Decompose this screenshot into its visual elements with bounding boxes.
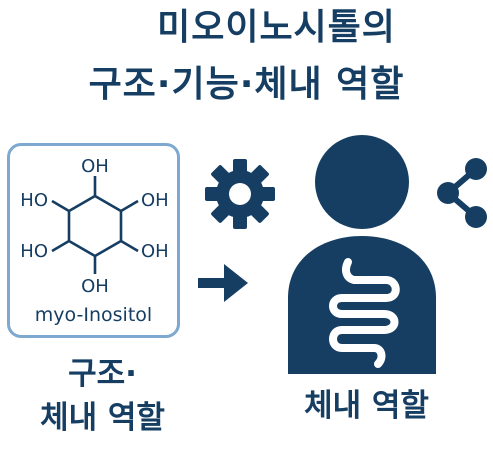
gear-icon [205,159,275,229]
molecule-name: myo-Inositol [34,304,153,326]
title-line-2: 구조·기능·체내 역할 [88,64,405,105]
hydroxyl-top: OH [81,156,109,177]
person-icon [288,135,436,374]
hydroxyl-upper-left: HO [20,190,48,211]
person-head [315,135,409,229]
molecule-card: OH HO OH HO OH OH myo-Inositol [7,143,180,338]
left-caption-line-1: 구조· [68,356,137,392]
person-body [288,236,436,374]
hydroxyl-lower-right: OH [141,241,169,262]
inositol-structure: OH HO OH HO OH OH [20,156,169,297]
cyclohexane-ring [67,194,123,258]
hydroxyl-lower-left: HO [20,241,48,262]
share-icon [437,158,487,228]
left-caption-line-2: 체내 역할 [40,400,165,436]
title-block: 미오이노시톨의 구조·기능·체내 역할 [0,6,493,108]
left-caption: 구조· 체내 역할 [0,352,205,440]
intestine-icon [329,258,400,368]
arrow-right-icon [198,264,248,302]
title-line-1: 미오이노시톨의 [157,7,396,48]
hydroxyl-bottom: OH [81,276,109,297]
right-caption: 체내 역할 [304,388,429,424]
hydroxyl-upper-right: OH [141,190,169,211]
